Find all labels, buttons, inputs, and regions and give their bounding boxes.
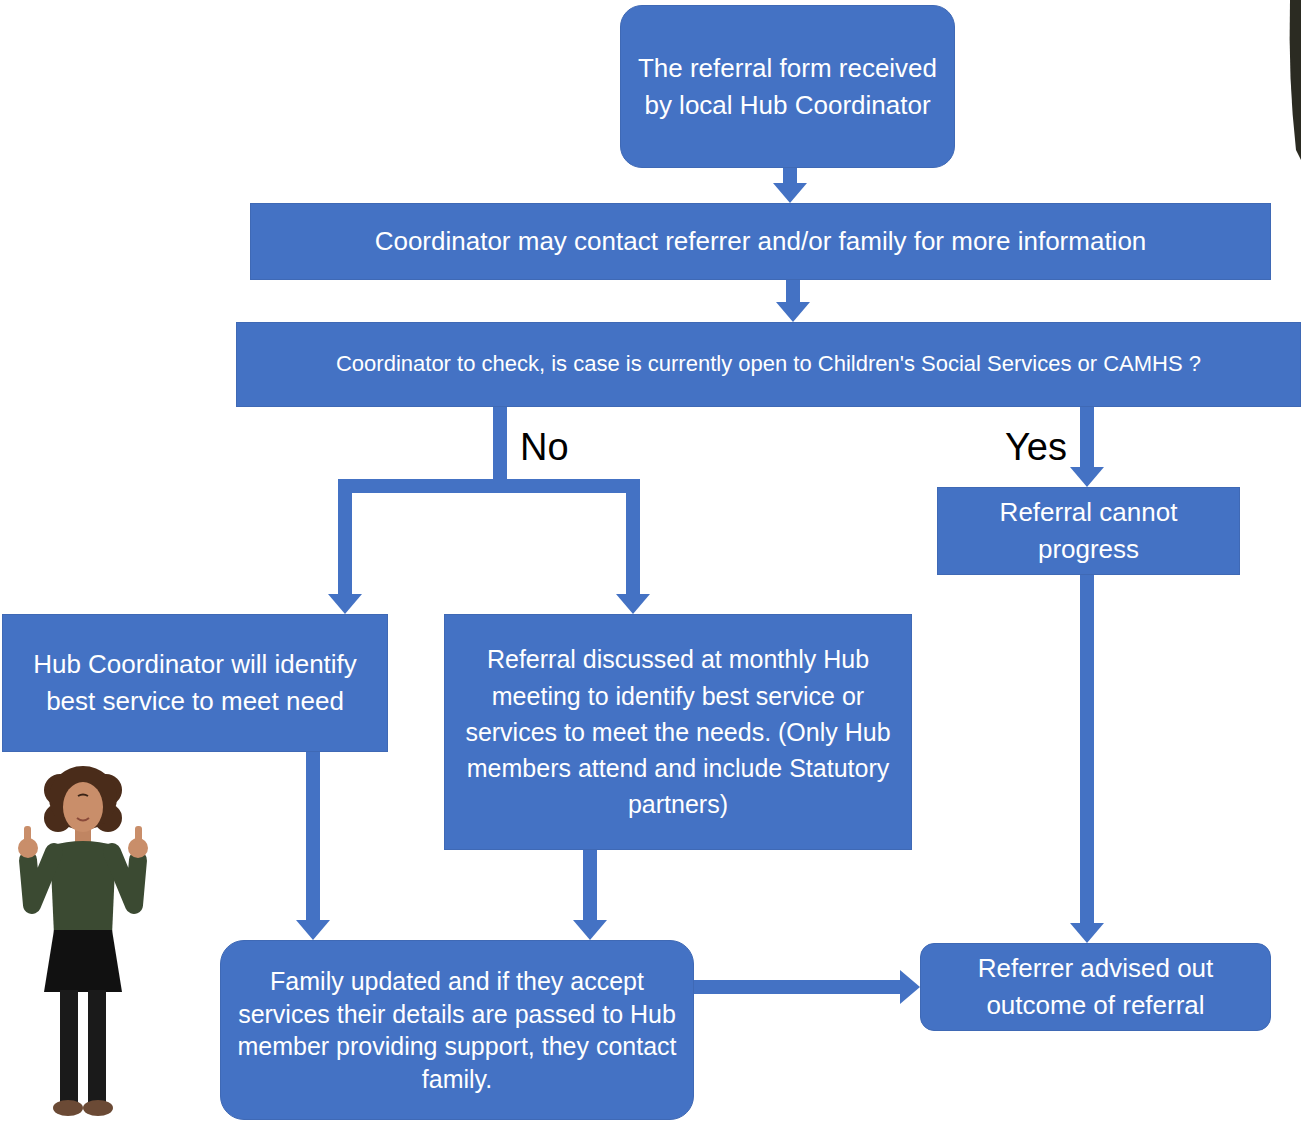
arrow-head xyxy=(328,594,362,614)
arrow-shaft xyxy=(694,980,902,994)
woman-figure xyxy=(18,766,148,1116)
arrow-shaft xyxy=(583,850,597,922)
sweater xyxy=(50,841,116,935)
box-text: Referral cannot progress xyxy=(950,494,1227,568)
hair-curl xyxy=(90,774,122,806)
arrow-shaft xyxy=(1080,407,1094,469)
skirt xyxy=(44,930,122,992)
process-box: Hub Coordinator will identify best servi… xyxy=(2,614,388,752)
eyes xyxy=(78,795,88,797)
arrow-head xyxy=(900,970,920,1004)
flow-arrow xyxy=(328,407,500,614)
right-arm xyxy=(112,852,138,905)
box-text: Referral discussed at monthly Hub meetin… xyxy=(457,641,899,822)
arrow-shaft xyxy=(783,168,797,185)
arrow-shaft xyxy=(306,752,320,922)
decision-band: Coordinator to check, is case is current… xyxy=(236,322,1301,407)
right-hand xyxy=(128,838,148,858)
arrow-shaft xyxy=(345,407,500,596)
box-text: Family updated and if they accept servic… xyxy=(233,965,681,1095)
branch-label: No xyxy=(517,428,572,466)
flow-arrow xyxy=(694,970,920,1004)
left-leg xyxy=(60,990,78,1102)
flow-arrow xyxy=(1070,575,1104,943)
hair xyxy=(49,766,117,830)
arrow-head xyxy=(616,594,650,614)
hair-curl xyxy=(44,804,72,832)
right-leg xyxy=(88,990,106,1102)
outcome-box: Referrer advised out outcome of referral xyxy=(920,943,1271,1031)
flow-arrow xyxy=(776,280,810,322)
outcome-box: Family updated and if they accept servic… xyxy=(220,940,694,1120)
box-text: The referral form received by local Hub … xyxy=(633,50,942,124)
arrow-head xyxy=(1070,923,1104,943)
process-band: Coordinator may contact referrer and/or … xyxy=(250,203,1271,280)
branch-label: Yes xyxy=(1002,428,1070,466)
left-shoe xyxy=(53,1100,83,1116)
left-hand xyxy=(18,838,38,858)
process-box: Referral discussed at monthly Hub meetin… xyxy=(444,614,912,850)
left-arm xyxy=(28,852,54,905)
arrow-shaft xyxy=(786,280,800,304)
arrow-shaft xyxy=(1080,575,1094,925)
hair-curl xyxy=(44,774,76,806)
box-text: Coordinator to check, is case is current… xyxy=(336,350,1201,379)
right-shoe xyxy=(83,1100,113,1116)
flow-arrow xyxy=(296,752,330,940)
arrow-shaft xyxy=(500,407,633,596)
process-box: Referral cannot progress xyxy=(937,487,1240,575)
left-thumb xyxy=(24,826,31,842)
box-text: Referrer advised out outcome of referral xyxy=(933,950,1258,1024)
mouth xyxy=(77,818,89,821)
flow-arrow xyxy=(1070,407,1104,487)
face xyxy=(63,782,103,832)
hair-curl xyxy=(94,804,122,832)
arrow-head xyxy=(773,183,807,203)
start-box: The referral form received by local Hub … xyxy=(620,5,955,168)
box-text: Hub Coordinator will identify best servi… xyxy=(15,646,375,720)
flow-arrow xyxy=(773,168,807,203)
arrow-head xyxy=(573,920,607,940)
figure-edge xyxy=(1290,0,1301,160)
flow-arrow xyxy=(573,850,607,940)
box-text: Coordinator may contact referrer and/or … xyxy=(375,225,1147,259)
right-thumb xyxy=(135,826,142,842)
neck xyxy=(75,826,91,844)
flow-arrow xyxy=(500,407,650,614)
arrow-head xyxy=(296,920,330,940)
arrow-head xyxy=(1070,467,1104,487)
arrow-head xyxy=(776,302,810,322)
